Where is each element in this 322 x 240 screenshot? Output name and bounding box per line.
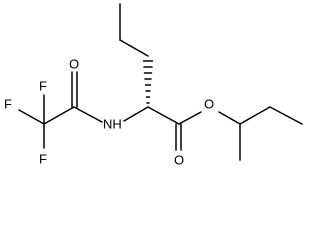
bonds bbox=[18, 3, 303, 161]
atom-nh: NH bbox=[103, 117, 122, 132]
bond-cf3-f-left bbox=[18, 109, 45, 125]
atom-f-bottom: F bbox=[39, 152, 47, 167]
atom-f-top: F bbox=[39, 79, 47, 94]
bond-calpha-cester bbox=[147, 106, 180, 125]
bond-n-calpha bbox=[123, 106, 149, 122]
bond-ch-ch2 bbox=[239, 106, 271, 125]
atom-f-left: F bbox=[4, 97, 12, 112]
bond-o-ch bbox=[218, 111, 241, 125]
bond-cf3-carbonyl bbox=[43, 106, 75, 125]
atom-labels: F F F O NH O O bbox=[4, 57, 214, 168]
molecule-canvas: F F F O NH O O bbox=[4, 3, 303, 168]
molecule-drawing: F F F O NH O O bbox=[4, 3, 303, 168]
bond-propyl-ch2-ch2 bbox=[119, 39, 149, 57]
atom-o-amide: O bbox=[69, 57, 79, 72]
bond-co-n bbox=[73, 106, 103, 123]
hashed-wedge-bond bbox=[142, 60, 154, 104]
atom-o-ester-carbonyl: O bbox=[174, 153, 184, 168]
bond-cester-o bbox=[178, 111, 202, 125]
bond-ch2-ch3 bbox=[269, 106, 303, 125]
atom-o-ester-ether: O bbox=[204, 97, 214, 112]
